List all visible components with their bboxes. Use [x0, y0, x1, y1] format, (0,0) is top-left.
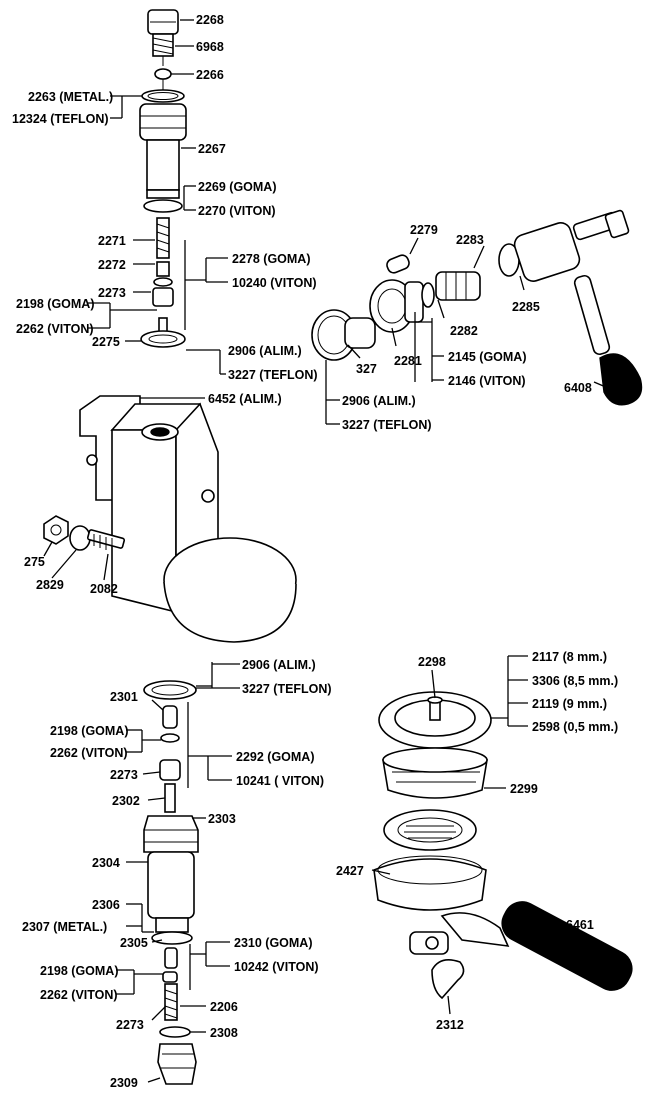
label-2906-alim-c: 2906 (ALIM.) [242, 658, 316, 672]
label-2299: 2299 [510, 782, 538, 796]
label-2146-viton: 2146 (VITON) [448, 374, 526, 388]
label-10240-viton: 10240 (VITON) [232, 276, 317, 290]
label-2906-alim-b: 2906 (ALIM.) [342, 394, 416, 408]
leader-lines-top-right [325, 237, 609, 425]
label-3227-teflon-b: 3227 (TEFLON) [342, 418, 432, 432]
label-2427: 2427 [336, 864, 364, 878]
label-2082: 2082 [90, 582, 118, 596]
label-2198-goma-a: 2198 (GOMA) [16, 297, 95, 311]
label-2198-goma-c: 2198 (GOMA) [40, 964, 119, 978]
label-2301: 2301 [110, 690, 138, 704]
label-2292-goma: 2292 (GOMA) [236, 750, 315, 764]
part-labels: 2268 6968 2266 2263 (METAL.) 12324 (TEFL… [12, 13, 618, 1090]
label-2278-goma: 2278 (GOMA) [232, 252, 311, 266]
label-2282: 2282 [450, 324, 478, 338]
leader-lines-top-left [88, 19, 228, 375]
label-2307-metal: 2307 (METAL.) [22, 920, 107, 934]
label-10241-viton: 10241 ( VITON) [236, 774, 324, 788]
label-2281: 2281 [394, 354, 422, 368]
label-2273-a: 2273 [98, 286, 126, 300]
label-3227-teflon-a: 3227 (TEFLON) [228, 368, 318, 382]
bracket-assembly [43, 395, 297, 643]
label-10242-viton: 10242 (VITON) [234, 960, 319, 974]
label-327: 327 [356, 362, 377, 376]
label-2119: 2119 (9 mm.) [532, 697, 607, 711]
label-2267: 2267 [198, 142, 226, 156]
label-2306: 2306 [92, 898, 120, 912]
label-2266: 2266 [196, 68, 224, 82]
label-2117: 2117 (8 mm.) [532, 650, 607, 664]
steam-tap-assembly [311, 209, 643, 406]
label-2303: 2303 [208, 812, 236, 826]
label-2312: 2312 [436, 1018, 464, 1032]
label-275: 275 [24, 555, 45, 569]
label-2272: 2272 [98, 258, 126, 272]
label-2206: 2206 [210, 1000, 238, 1014]
leader-lines-bottom-right [371, 655, 561, 1015]
label-6968: 6968 [196, 40, 224, 54]
label-2829: 2829 [36, 578, 64, 592]
label-3227-teflon-c: 3227 (TEFLON) [242, 682, 332, 696]
label-2269-goma: 2269 (GOMA) [198, 180, 277, 194]
label-6452-alim: 6452 (ALIM.) [208, 392, 282, 406]
label-3306: 3306 (8,5 mm.) [532, 674, 618, 688]
valve-assembly-bottom [143, 680, 199, 1085]
label-2271: 2271 [98, 234, 126, 248]
label-2270-viton: 2270 (VITON) [198, 204, 276, 218]
label-2310-goma: 2310 (GOMA) [234, 936, 313, 950]
label-6408: 6408 [564, 381, 592, 395]
label-2302: 2302 [112, 794, 140, 808]
label-2273-b: 2273 [110, 768, 138, 782]
leader-lines-bracket [43, 397, 205, 581]
label-2198-goma-b: 2198 (GOMA) [50, 724, 129, 738]
label-2298: 2298 [418, 655, 446, 669]
label-2273-c: 2273 [116, 1018, 144, 1032]
label-2598: 2598 (0,5 mm.) [532, 720, 618, 734]
label-12324-teflon: 12324 (TEFLON) [12, 112, 109, 126]
filter-holder-assembly [373, 691, 633, 1000]
label-2285: 2285 [512, 300, 540, 314]
label-2906-alim-a: 2906 (ALIM.) [228, 344, 302, 358]
label-2279: 2279 [410, 223, 438, 237]
label-2262-viton-b: 2262 (VITON) [50, 746, 128, 760]
label-2262-viton-c: 2262 (VITON) [40, 988, 118, 1002]
label-2283: 2283 [456, 233, 484, 247]
label-2304: 2304 [92, 856, 120, 870]
valve-assembly-top [139, 9, 187, 348]
label-2305: 2305 [120, 936, 148, 950]
label-2263-metal: 2263 (METAL.) [28, 90, 113, 104]
label-2275: 2275 [92, 335, 120, 349]
label-2308: 2308 [210, 1026, 238, 1040]
leader-lines-bottom-left [116, 662, 240, 1083]
label-2145-goma: 2145 (GOMA) [448, 350, 527, 364]
label-2268: 2268 [196, 13, 224, 27]
label-2262-viton-a: 2262 (VITON) [16, 322, 94, 336]
label-6461: 6461 [566, 918, 594, 932]
label-2309: 2309 [110, 1076, 138, 1090]
